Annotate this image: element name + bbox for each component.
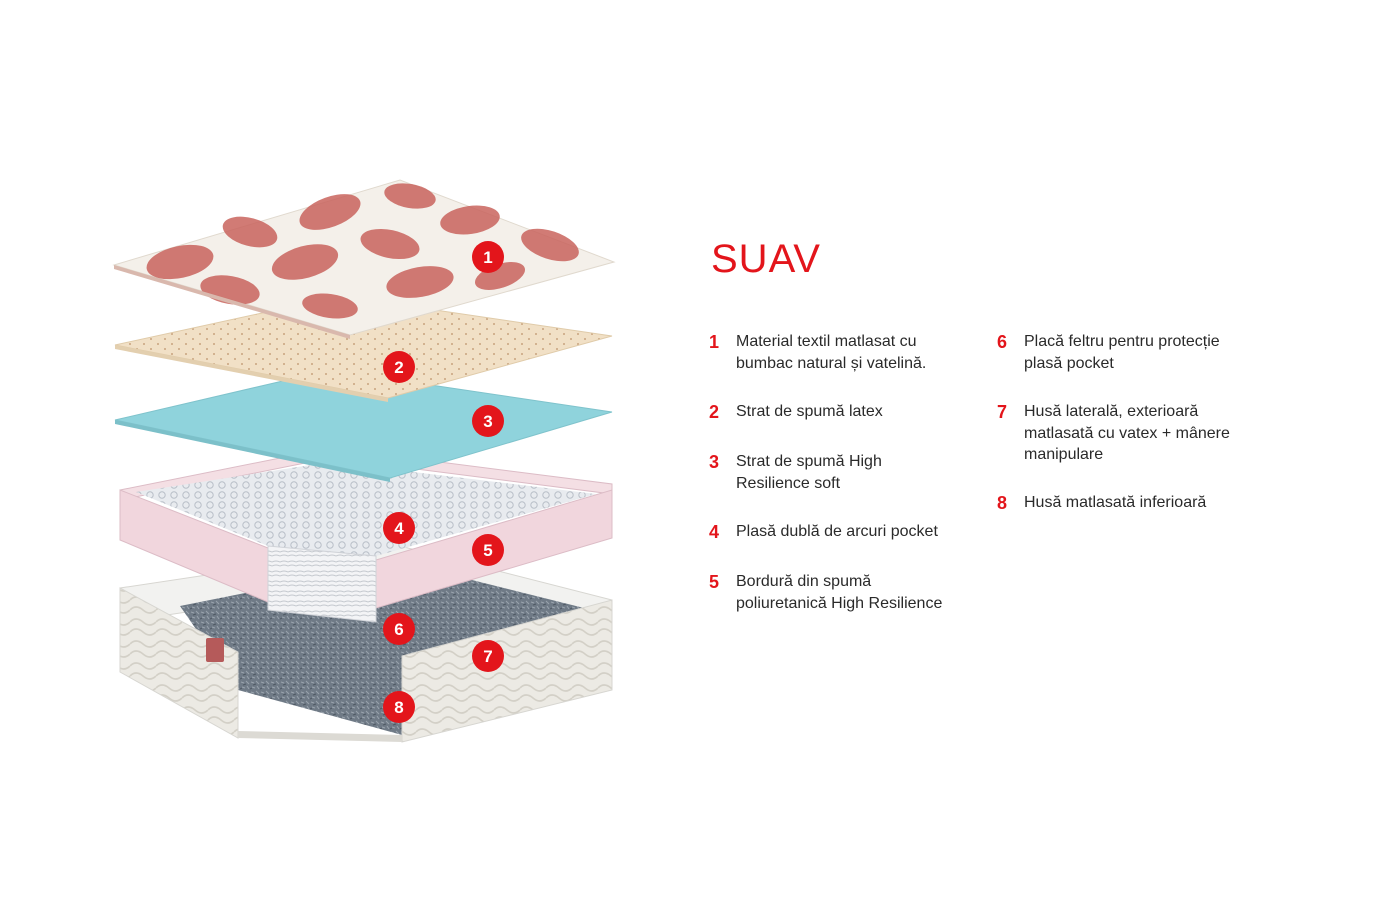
legend-number: 4 (709, 522, 720, 542)
legend-label: Husă laterală, exterioară matlasată cu v… (1024, 403, 1230, 463)
marker-2: 2 (383, 351, 415, 383)
hr-foam-layer (114, 369, 613, 479)
legend-label: Plasă dublă de arcuri pocket (736, 523, 938, 540)
legend-label: Bordură din spumă poliuretanică High Res… (736, 573, 943, 612)
svg-text:2: 2 (394, 358, 403, 377)
legend-item-1: 1 Material textil matlasat cu bumbac nat… (709, 331, 959, 374)
textile-top-edge (114, 265, 350, 339)
marker-7: 7 (472, 640, 504, 672)
legend-label: Husă matlasată inferioară (1024, 494, 1207, 511)
legend-item-8: 8 Husă matlasată inferioară (997, 492, 1247, 514)
legend-item-7: 7 Husă laterală, exterioară matlasată cu… (997, 401, 1247, 466)
pocket-springs-top (136, 462, 596, 556)
brand-label-icon (206, 638, 224, 662)
legend-number: 5 (709, 572, 720, 592)
marker-3: 3 (472, 405, 504, 437)
svg-text:3: 3 (483, 412, 492, 431)
svg-text:4: 4 (394, 519, 404, 538)
marker-6: 6 (383, 613, 415, 645)
legend-item-5: 5 Bordură din spumă poliuretanică High R… (709, 571, 959, 614)
legend-label: Strat de spumă latex (736, 403, 883, 420)
marker-4: 4 (383, 512, 415, 544)
product-title: SUAV (711, 237, 821, 281)
bottom-cover-front-edge (238, 731, 402, 742)
legend-label: Strat de spumă High Resilience soft (736, 453, 882, 492)
legend-item-2: 2 Strat de spumă latex (709, 401, 959, 423)
legend-item-4: 4 Plasă dublă de arcuri pocket (709, 521, 959, 543)
svg-text:6: 6 (394, 620, 403, 639)
leaf-pattern (146, 183, 579, 319)
marker-8: 8 (383, 691, 415, 723)
latex-foam-edge (115, 345, 388, 402)
legend-label: Placă feltru pentru protecție plasă pock… (1024, 333, 1220, 372)
legend-number: 3 (709, 452, 720, 472)
svg-text:5: 5 (483, 541, 492, 560)
mattress-layers-illustration: 1 2 3 4 5 6 7 8 (112, 179, 616, 743)
legend-item-6: 6 Placă feltru pentru protecție plasă po… (997, 331, 1247, 374)
svg-text:1: 1 (483, 248, 492, 267)
legend-number: 8 (997, 493, 1008, 513)
pocket-springs-front (267, 545, 377, 623)
marker-1: 1 (472, 241, 504, 273)
legend-number: 6 (997, 332, 1008, 352)
legend-label: Material textil matlasat cu bumbac natur… (736, 333, 927, 372)
legend-number: 2 (709, 402, 720, 422)
legend-number: 1 (709, 332, 720, 352)
svg-text:7: 7 (483, 647, 492, 666)
svg-text:8: 8 (394, 698, 403, 717)
legend-item-3: 3 Strat de spumă High Resilience soft (709, 451, 959, 494)
hr-foam-edge (115, 420, 390, 482)
textile-top-layer (112, 179, 616, 339)
marker-5: 5 (472, 534, 504, 566)
legend-number: 7 (997, 402, 1008, 422)
